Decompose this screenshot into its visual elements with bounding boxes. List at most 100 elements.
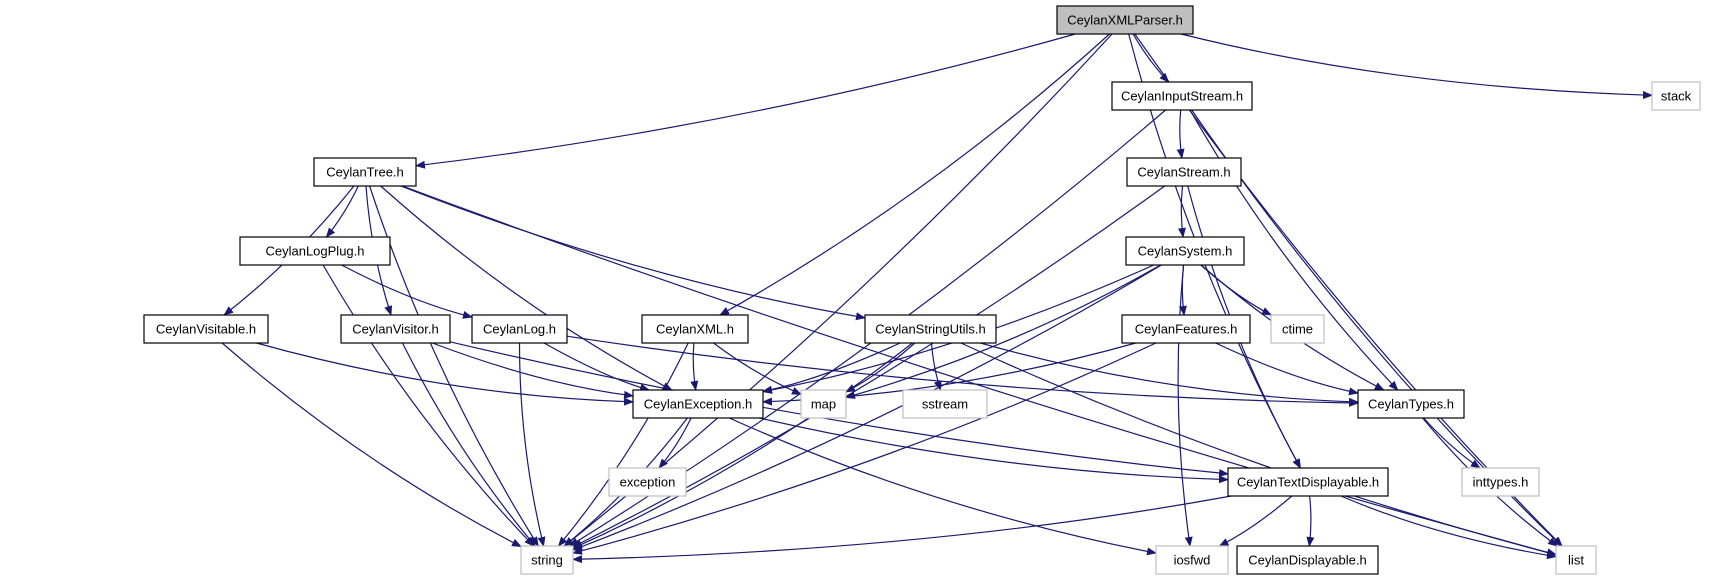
node-exception: exception [608,467,687,497]
node-inputstream[interactable]: CeylanInputStream.h [1111,81,1253,111]
edge-log-to-string [518,342,546,547]
edge-xml-to-string [557,342,689,547]
node-displayable-label: CeylanDisplayable.h [1248,553,1367,568]
node-features-label: CeylanFeatures.h [1135,322,1238,337]
edge-tree-to-string [369,185,539,547]
node-iosfwd-box [1155,545,1229,575]
edge-root-to-stack [1180,33,1653,100]
edge-stream-to-string [572,185,1166,548]
node-map: map [800,389,847,419]
edge-system-to-string [572,264,1162,551]
node-inttypes: inttypes.h [1461,467,1540,497]
node-textdisplayable[interactable]: CeylanTextDisplayable.h [1227,467,1389,497]
node-stream[interactable]: CeylanStream.h [1126,157,1242,187]
edge-root-to-xml [719,33,1110,316]
edge-logplug-to-log [341,264,473,319]
node-displayable[interactable]: CeylanDisplayable.h [1236,545,1379,575]
edge-textdisplayable-to-list [1340,495,1557,560]
node-logplug[interactable]: CeylanLogPlug.h [239,236,391,266]
edge-stringutils-to-types [980,342,1359,406]
node-xml-label: CeylanXML.h [656,322,734,337]
edge-tree-to-list [402,185,1557,557]
edge-textdisplayable-to-string [572,495,1232,564]
edge-tree-to-stringutils [400,185,866,321]
node-visitable[interactable]: CeylanVisitable.h [143,314,269,344]
edge-system-to-ctime [1200,264,1272,316]
node-xml-box [641,314,749,344]
node-inputstream-label: CeylanInputStream.h [1121,89,1243,104]
node-xml[interactable]: CeylanXML.h [641,314,749,344]
edge-root-to-tree [415,33,1076,169]
node-exception_h[interactable]: CeylanException.h [632,389,764,419]
node-inttypes-box [1461,467,1540,497]
node-tree-label: CeylanTree.h [326,165,404,180]
edge-tree-to-exception_h [380,185,673,391]
node-log-label: CeylanLog.h [483,322,556,337]
node-map-box [800,389,847,419]
node-visitable-label: CeylanVisitable.h [156,322,256,337]
node-list-label: list [1568,553,1584,568]
node-string: string [520,545,574,575]
node-stack-box [1651,81,1701,111]
edge-xml-to-exception_h [690,342,699,391]
edge-visitor-to-string [401,342,536,547]
node-log-box [471,314,568,344]
node-tree[interactable]: CeylanTree.h [313,157,417,187]
edge-features-to-types [1215,342,1359,396]
node-ctime: ctime [1270,314,1325,344]
node-visitor[interactable]: CeylanVisitor.h [340,314,451,344]
edge-logplug-to-string [322,264,535,547]
node-stream-box [1126,157,1242,187]
edge-textdisplayable-to-displayable [1306,495,1315,547]
edge-exception_h-to-iosfwd [729,417,1157,556]
edge-system-to-iosfwd [1177,264,1193,547]
node-stringutils-box [864,314,997,344]
edge-visitable-to-string [221,342,522,548]
node-ctime-box [1270,314,1325,344]
node-types-label: CeylanTypes.h [1368,397,1454,412]
node-system[interactable]: CeylanSystem.h [1125,236,1245,266]
edge-stringutils-to-exception_h [762,342,901,394]
node-exception_h-box [632,389,764,419]
node-displayable-box [1236,545,1379,575]
edge-stream-to-system [1177,185,1186,238]
edge-types-to-inttypes [1423,417,1481,469]
node-system-box [1125,236,1245,266]
node-logplug-label: CeylanLogPlug.h [265,244,364,259]
edge-tree-to-logplug [325,185,359,238]
node-inttypes-label: inttypes.h [1473,475,1529,490]
edge-inputstream-to-stream [1176,109,1185,159]
node-string-box [520,545,574,575]
node-sstream-box [902,389,988,419]
node-stack: stack [1651,81,1701,111]
edge-xml-to-map [713,342,802,395]
node-features[interactable]: CeylanFeatures.h [1121,314,1251,344]
node-inputstream-box [1111,81,1253,111]
node-stringutils[interactable]: CeylanStringUtils.h [864,314,997,344]
edge-visitor-to-exception_h [432,342,634,399]
edge-system-to-map [845,264,1161,399]
node-root[interactable]: CeylanXMLParser.h [1056,5,1194,35]
node-visitor-label: CeylanVisitor.h [352,322,438,337]
edge-visitor-to-textdisplayable [449,341,1229,477]
node-string-label: string [531,553,563,568]
node-tree-box [313,157,417,187]
node-visitor-box [340,314,451,344]
node-root-label: CeylanXMLParser.h [1067,13,1183,28]
node-types[interactable]: CeylanTypes.h [1357,389,1465,419]
node-list: list [1555,545,1597,575]
edge-root-to-inputstream [1132,33,1170,83]
node-system-label: CeylanSystem.h [1138,244,1233,259]
node-stringutils-label: CeylanStringUtils.h [875,322,986,337]
node-exception-box [608,467,687,497]
node-exception-label: exception [620,475,676,490]
node-logplug-box [239,236,391,266]
edge-stringutils-to-string [572,342,913,549]
node-visitable-box [143,314,269,344]
node-textdisplayable-box [1227,467,1389,497]
node-sstream: sstream [902,389,988,419]
node-types-box [1357,389,1465,419]
node-iosfwd: iosfwd [1155,545,1229,575]
node-log[interactable]: CeylanLog.h [471,314,568,344]
